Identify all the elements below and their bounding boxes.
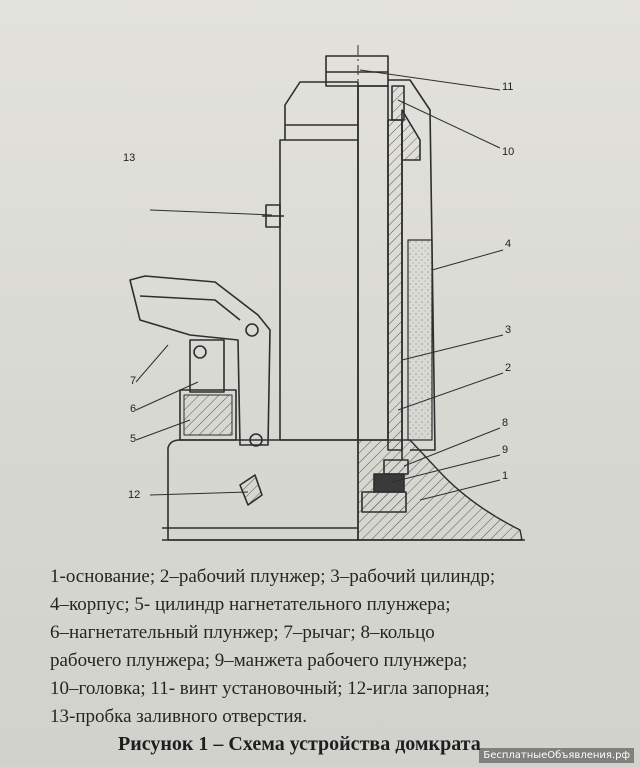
oil-reservoir [407, 239, 433, 441]
callout-3: 3 [505, 324, 511, 336]
legend-line: 1-основание; 2–рабочий плунжер; 3–рабочи… [50, 566, 496, 587]
callout-5: 5 [130, 433, 136, 445]
figure-title: Рисунок 1 – Схема устройства домкрата [118, 733, 481, 755]
head-collar [388, 79, 436, 451]
housing-top [284, 81, 359, 140]
base-outline [167, 439, 359, 541]
callout-12: 12 [128, 489, 140, 501]
callout-7: 7 [130, 375, 136, 387]
callout-1: 1 [502, 470, 508, 482]
pump-cylinder [179, 389, 237, 441]
legend-line: 6–нагнетательный плунжер; 7–рычаг; 8–кол… [50, 622, 435, 643]
legend-line: 13-пробка заливного отверстия. [50, 706, 307, 727]
callout-13: 13 [123, 152, 135, 164]
callout-11: 11 [502, 81, 513, 93]
plunger-ring [383, 459, 409, 475]
lever [129, 275, 271, 446]
jack-diagram: 11 10 4 3 2 8 9 1 13 7 6 5 12 [123, 45, 525, 545]
plunger-cuff [373, 473, 405, 493]
watermark: БесплатныеОбъявления.рф [479, 748, 634, 763]
callout-8: 8 [502, 417, 508, 429]
callout-10: 10 [502, 146, 514, 158]
needle-valve [239, 474, 263, 506]
legend-line: 10–головка; 11- винт установочный; 12-иг… [50, 678, 490, 699]
legend-line: 4–корпус; 5- цилиндр нагнетательного плу… [50, 594, 451, 615]
screw-head [325, 55, 389, 87]
callout-9: 9 [502, 444, 508, 456]
working-cylinder [357, 85, 389, 441]
plunger-section [387, 119, 403, 451]
body-housing [279, 139, 359, 441]
pump-plunger [189, 339, 225, 393]
legend-text: 1-основание; 2–рабочий плунжер; 3–рабочи… [50, 563, 630, 731]
legend-line: рабочего плунжера; 9–манжета рабочего пл… [50, 650, 468, 671]
callout-6: 6 [130, 403, 136, 415]
callout-2: 2 [505, 362, 511, 374]
callout-4: 4 [505, 238, 511, 250]
